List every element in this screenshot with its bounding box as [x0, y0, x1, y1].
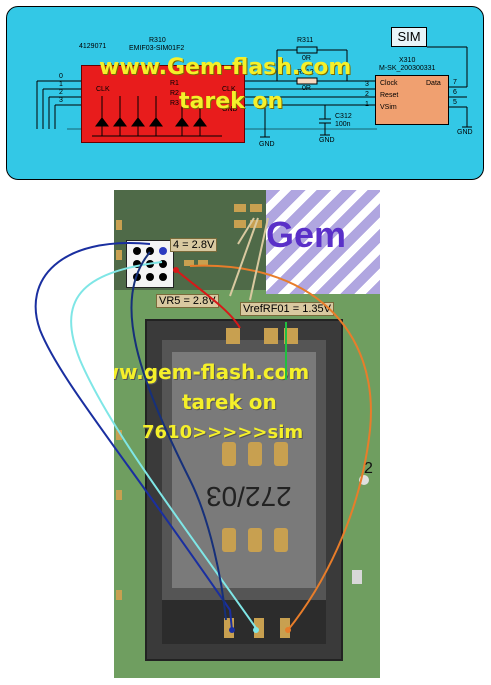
part-number: 4129071 — [79, 43, 107, 50]
filter-pin-clk: CLK — [96, 86, 110, 93]
mid-pin-3: 3 — [365, 81, 369, 88]
schematic-wiring — [36, 46, 472, 138]
schematic-watermark-author: tarek on — [179, 89, 284, 114]
brand-tile-text: Gem — [266, 214, 347, 255]
photo-watermark-author: tarek on — [182, 390, 277, 414]
schematic-watermark-site: www.Gem-flash.com — [99, 55, 352, 80]
left-pin-0: 0 — [59, 73, 63, 80]
resistor-r311-value: 0R — [302, 55, 311, 62]
label-vr5: VR5 = 2.8V — [156, 294, 219, 308]
connector-pin-vsim: VSim — [380, 104, 397, 111]
right-pin-6: 6 — [453, 89, 457, 96]
filter-pin-r1: R1 — [170, 80, 179, 87]
emi-filter-block: CLK R1 R2 R3 CLK GND — [81, 65, 245, 143]
connector-pin-data: Data — [426, 80, 441, 87]
left-pin-3: 3 — [59, 97, 63, 104]
schematic-panel: CLK R1 R2 R3 CLK GND 4129071 R310 EMIF03… — [6, 6, 484, 180]
capacitor-ref: C312 — [335, 113, 352, 120]
pcb-photo: Gem 272/03 2 4 = 2.8V VR5 = 2.8V VrefRF0… — [114, 190, 380, 678]
resistor-r311-ref: R311 — [297, 37, 314, 44]
resistor-r312-ref: R312 — [297, 69, 314, 76]
label-pin4: 4 = 2.8V — [170, 238, 218, 252]
gnd-label-filter: GND — [259, 141, 275, 148]
gnd-label-cap: GND — [319, 137, 335, 144]
gnd-label-connector: GND — [457, 129, 473, 136]
filter-part: EMIF03-SIM01F2 — [129, 45, 185, 52]
mid-pin-1: 1 — [365, 101, 369, 108]
filter-pin-gnd: GND — [222, 106, 238, 113]
filter-pin-r2: R2 — [170, 90, 179, 97]
sim-connector-block: Clock Reset VSim Data — [375, 75, 449, 125]
label-vrefrf: VrefRF01 = 1.35V — [240, 302, 334, 316]
mid-pin-2: 2 — [365, 91, 369, 98]
connector-part: M-SK_200300331 — [379, 65, 436, 72]
corner-digit: 2 — [364, 460, 373, 477]
connector-pin-clock: Clock — [380, 80, 398, 87]
filter-pin-clk-right: CLK — [222, 86, 236, 93]
connector-pin-reset: Reset — [380, 92, 399, 99]
connector-ref: X310 — [399, 57, 416, 64]
chip-marking: 272/03 — [206, 481, 292, 512]
photo-watermark-site: www.gem-flash.com — [114, 360, 310, 384]
left-pin-1: 1 — [59, 81, 63, 88]
filter-ref: R310 — [149, 37, 166, 44]
capacitor-value: 100n — [335, 121, 351, 128]
pad-dots-icon — [133, 247, 167, 281]
filter-pin-r3: R3 — [170, 100, 179, 107]
photo-watermark-model: 7610>>>>>sim — [142, 422, 304, 443]
sim-badge: SIM — [391, 27, 427, 47]
brand-tile: Gem — [266, 190, 380, 294]
left-pin-2: 2 — [59, 89, 63, 96]
resistor-r312-value: 0R — [302, 85, 311, 92]
diode-array-icon — [92, 96, 222, 137]
right-pin-5: 5 — [453, 99, 457, 106]
test-pad-cluster — [126, 240, 174, 288]
right-pin-7: 7 — [453, 79, 457, 86]
